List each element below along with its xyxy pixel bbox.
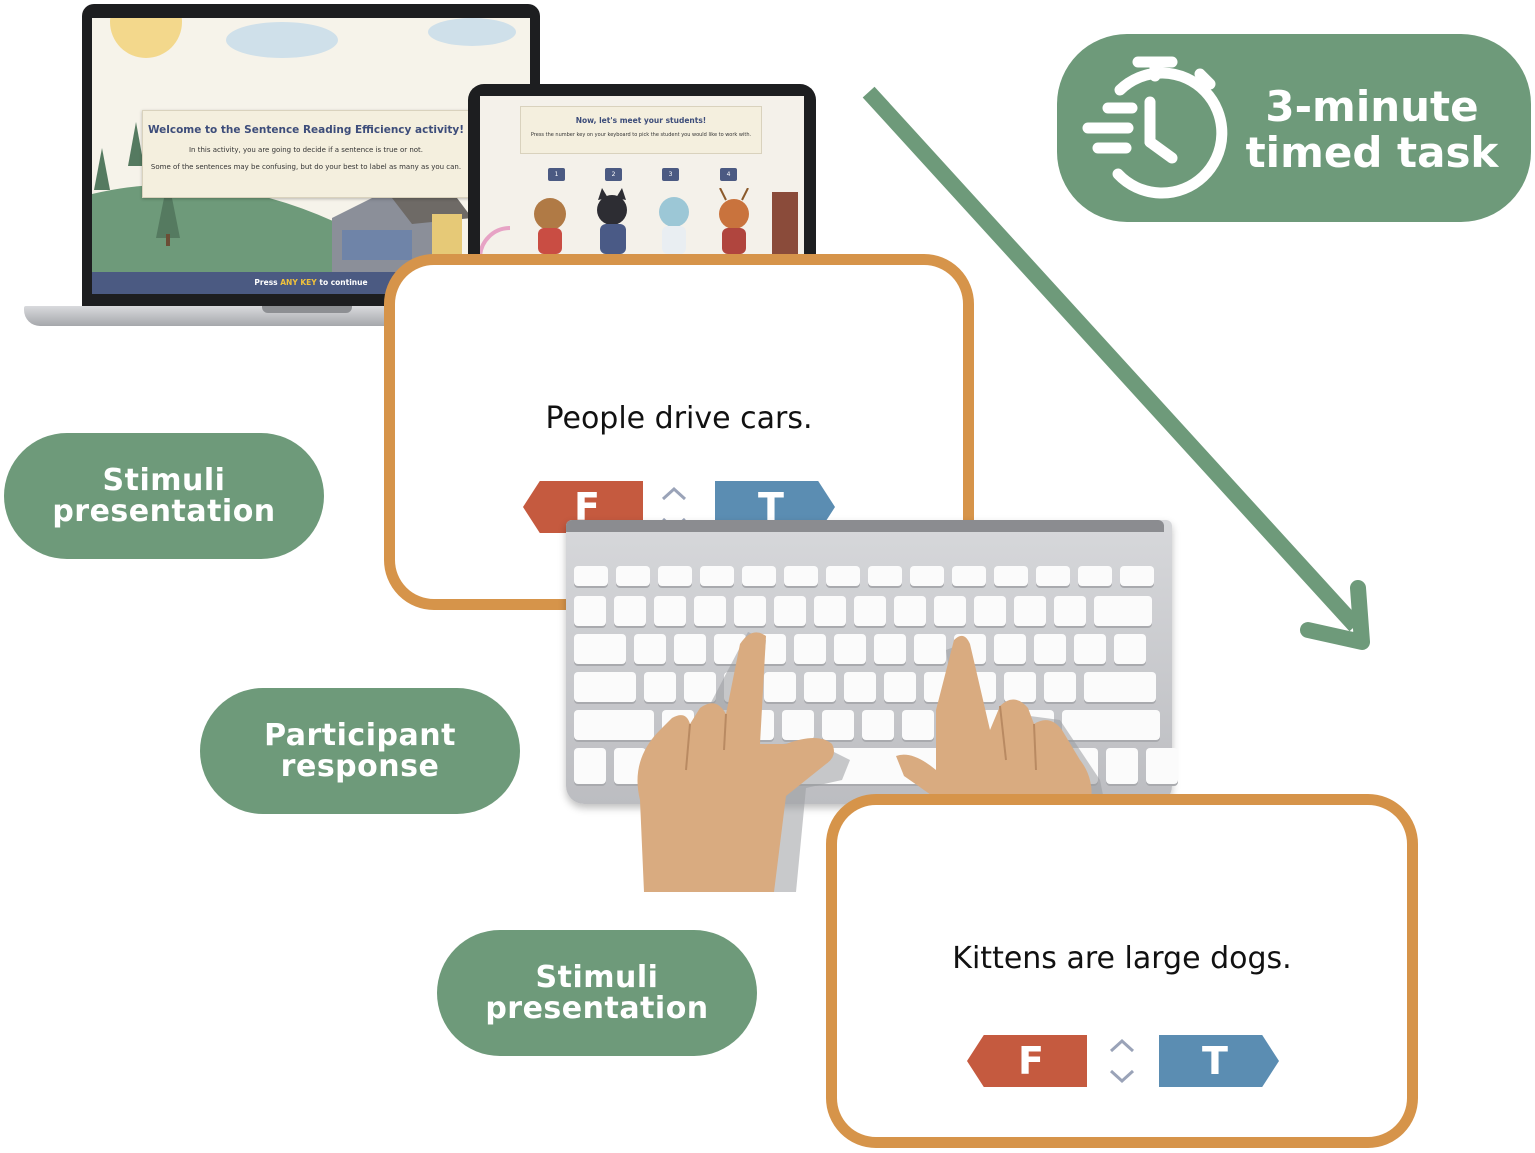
- welcome-title: Welcome to the Sentence Reading Efficien…: [147, 124, 465, 136]
- stimuli-presentation-label-1: Stimuli presentation: [4, 433, 324, 559]
- label-line: response: [280, 749, 440, 784]
- continue-key: ANY KEY: [280, 278, 317, 287]
- stimulus-sentence-1: People drive cars.: [545, 401, 813, 436]
- stimuli-presentation-label-2: Stimuli presentation: [437, 930, 757, 1056]
- continue-suffix: to continue: [316, 278, 368, 287]
- student-key-4[interactable]: 4: [720, 168, 737, 181]
- student-key-1[interactable]: 1: [548, 168, 565, 181]
- welcome-text-1: In this activity, you are going to decid…: [188, 146, 424, 154]
- student-key-3[interactable]: 3: [662, 168, 679, 181]
- keyboard-edge: [566, 520, 1164, 532]
- student-key-2[interactable]: 2: [605, 168, 622, 181]
- continue-prefix: Press: [254, 278, 281, 287]
- label-line: Stimuli: [535, 960, 659, 995]
- student-characters: [480, 188, 798, 258]
- stimulus-sentence-2: Kittens are large dogs.: [952, 941, 1292, 976]
- timer-label-line1: 3-minute: [1265, 82, 1479, 131]
- timer-label-line2: timed task: [1245, 128, 1499, 177]
- laptop-notch: [262, 306, 352, 313]
- false-key-2[interactable]: F: [967, 1035, 1087, 1087]
- up-down-icon: [1109, 1038, 1135, 1084]
- students-dialog: Now, let's meet your students! Press the…: [520, 106, 762, 154]
- welcome-text-2: Some of the sentences may be confusing, …: [150, 163, 462, 171]
- label-line: Stimuli: [102, 463, 226, 498]
- students-title: Now, let's meet your students!: [575, 116, 707, 125]
- true-key-2[interactable]: T: [1159, 1035, 1279, 1087]
- welcome-dialog: Welcome to the Sentence Reading Efficien…: [142, 110, 470, 198]
- stimulus-card-2: Kittens are large dogs. F T: [826, 794, 1418, 1148]
- timer-label: 3-minute timed task: [1240, 84, 1504, 176]
- students-subtitle: Press the number key on your keyboard to…: [530, 132, 752, 138]
- label-line: Participant: [264, 718, 456, 753]
- participant-response-label: Participant response: [200, 688, 520, 814]
- label-line: presentation: [485, 991, 709, 1026]
- hands: [637, 632, 1106, 892]
- laptop-screen: Welcome to the Sentence Reading Efficien…: [92, 18, 530, 294]
- stopwatch-icon: [1082, 56, 1228, 199]
- label-line: presentation: [52, 494, 276, 529]
- tablet-screen: Now, let's meet your students! Press the…: [480, 96, 804, 258]
